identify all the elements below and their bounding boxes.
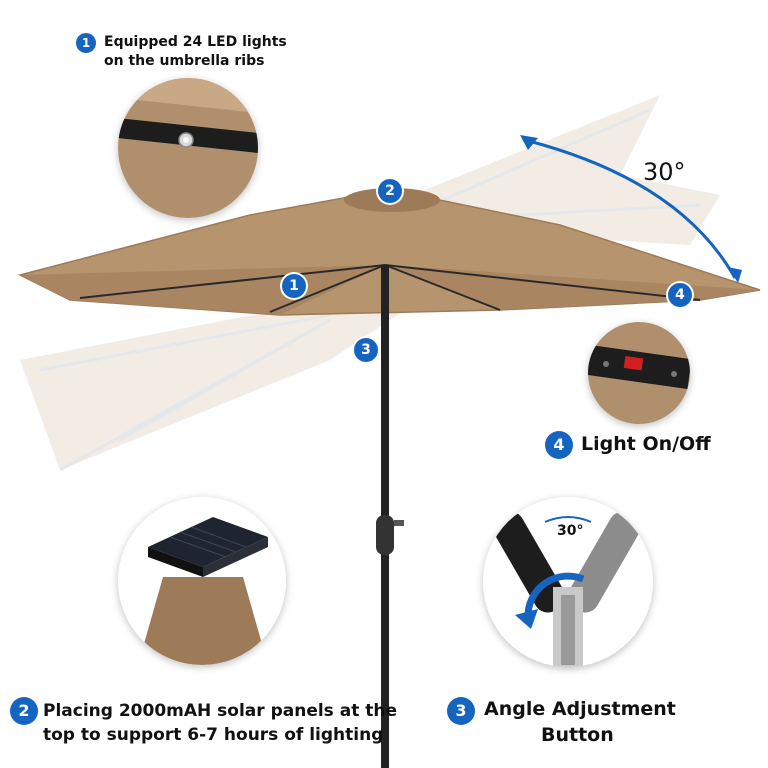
badge-1-on-canopy: 1 <box>282 274 306 298</box>
badge-4-on-canopy: 4 <box>668 283 692 307</box>
inset-solar-panel <box>118 497 286 665</box>
caption-3-line2: Button <box>541 724 614 746</box>
caption-1-line2: on the umbrella ribs <box>104 53 265 69</box>
inset-tilt-angle-label: 30° <box>557 523 584 539</box>
caption-2-line1: Placing 2000mAH solar panels at the <box>43 701 397 721</box>
badge-3-on-pole: 3 <box>354 338 378 362</box>
caption-4-text: Light On/Off <box>581 433 711 455</box>
inset-led-lights <box>118 78 258 218</box>
caption-1-line1: Equipped 24 LED lights <box>104 34 287 50</box>
main-canopy <box>17 188 761 316</box>
caption-2-line2: top to support 6-7 hours of lighting <box>43 725 384 745</box>
badge-2-on-canopy: 2 <box>378 179 402 203</box>
tilt-arc-arrow <box>524 138 737 279</box>
tilt-mechanism-photo <box>483 497 653 667</box>
inset-tilt-mechanism: 30° <box>483 497 653 667</box>
switch-photo <box>588 322 690 424</box>
tilt-angle-label: 30° <box>643 158 686 186</box>
ghost-canopy-tilted-down <box>20 300 420 472</box>
caption-1-badge: 1 <box>76 33 96 53</box>
caption-3-line1: Angle Adjustment <box>484 698 676 720</box>
crank-housing <box>376 515 394 555</box>
led-rib-photo <box>118 78 258 218</box>
inset-light-switch <box>588 322 690 424</box>
caption-3-badge: 3 <box>447 697 475 725</box>
caption-4-badge: 4 <box>545 431 573 459</box>
solar-panel-photo <box>118 497 286 665</box>
caption-2-badge: 2 <box>10 697 38 725</box>
